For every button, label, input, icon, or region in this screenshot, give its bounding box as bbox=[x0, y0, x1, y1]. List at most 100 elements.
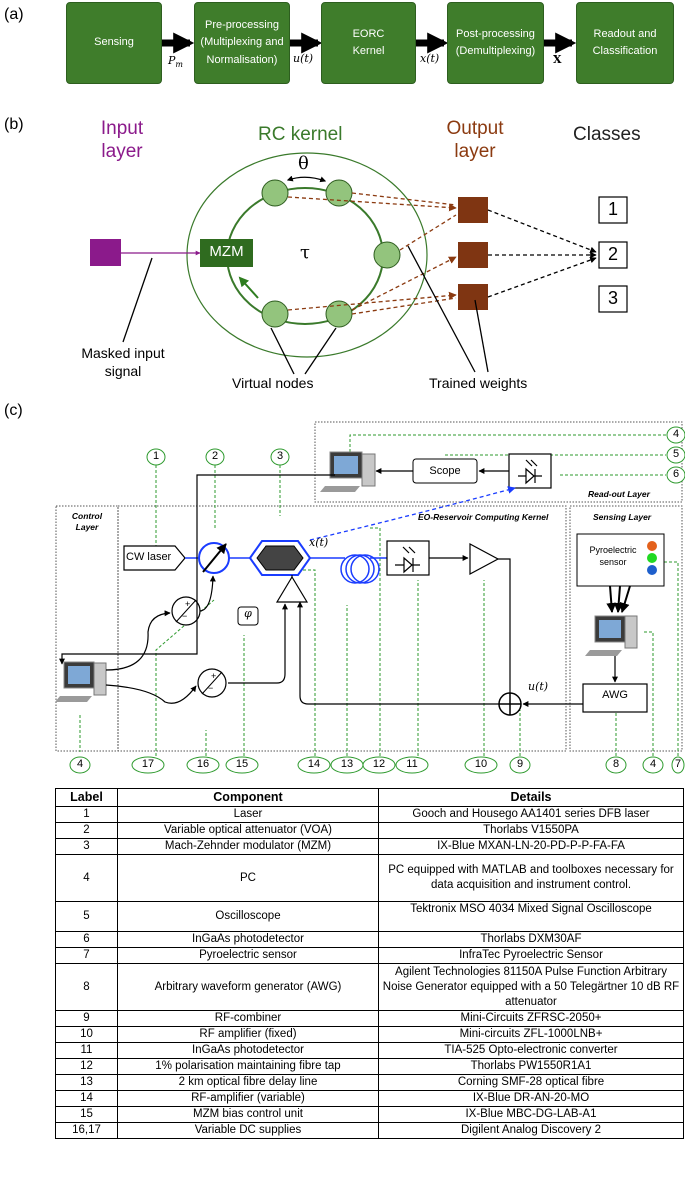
mzm-box bbox=[200, 239, 253, 267]
num-bottom-17: 17 bbox=[141, 758, 155, 770]
row-label: 9 bbox=[55, 1010, 118, 1027]
sensing-layer-box bbox=[569, 505, 683, 752]
top-number-circles bbox=[146, 426, 685, 484]
row-details: Digilent Analog Discovery 2 bbox=[378, 1122, 684, 1139]
row-label: 1 bbox=[55, 806, 118, 823]
eorc-kernel-block: EORC Kernel bbox=[321, 2, 416, 84]
num-bottom-15: 15 bbox=[235, 758, 249, 770]
scope-label: Scope bbox=[429, 465, 461, 477]
row-details: Thorlabs V1550PA bbox=[378, 822, 684, 839]
panel-c-label: (c) bbox=[4, 402, 23, 419]
theta-arc bbox=[286, 175, 327, 183]
num-bottom-16: 16 bbox=[196, 758, 210, 770]
header-component: Component bbox=[117, 788, 379, 807]
num-top-1: 1 bbox=[152, 450, 160, 462]
num-bottom-10: 10 bbox=[474, 758, 488, 770]
virtual-nodes-label: Virtual nodes bbox=[232, 375, 314, 391]
pyro-label: Pyroelectric sensor bbox=[589, 545, 637, 567]
signal-xt-a: x(t) bbox=[420, 52, 440, 65]
row-component: 2 km optical fibre delay line bbox=[117, 1074, 379, 1091]
row-label: 8 bbox=[55, 963, 118, 1011]
num-top-2: 2 bbox=[211, 450, 219, 462]
signal-ut-a: u(t) bbox=[293, 52, 314, 65]
row-details: IX-Blue MBC-DG-LAB-A1 bbox=[378, 1106, 684, 1123]
label-pointer-lines bbox=[122, 245, 489, 375]
panel-c-diagram bbox=[55, 421, 685, 774]
phi-box bbox=[237, 606, 259, 626]
tau-symbol: τ bbox=[300, 242, 310, 263]
phi-label: φ bbox=[244, 607, 252, 620]
dc16-minus: − bbox=[208, 683, 214, 693]
num-bottom-12: 12 bbox=[372, 758, 386, 770]
panel-b-diagram bbox=[90, 152, 628, 375]
output-layer-title: Output layer bbox=[446, 118, 504, 162]
dc-supply-16 bbox=[197, 668, 227, 698]
row-details: TIA-525 Opto-electronic converter bbox=[378, 1042, 684, 1059]
row-details: Mini-Circuits ZFRSC-2050+ bbox=[378, 1010, 684, 1027]
num-bottom-7: 7 bbox=[674, 758, 682, 770]
row-details: Mini-circuits ZFL-1000LNB+ bbox=[378, 1026, 684, 1043]
control-layer-box bbox=[55, 505, 119, 752]
panel-a-label: (a) bbox=[4, 6, 24, 23]
dc17-minus: − bbox=[182, 611, 188, 621]
kernel-layer-box bbox=[117, 505, 567, 752]
postprocessing-block: Post-processing (Demultiplexing) bbox=[447, 2, 544, 84]
signal-pm: Pm bbox=[168, 54, 183, 70]
num-bottom-13: 13 bbox=[340, 758, 354, 770]
cw-laser-box bbox=[123, 545, 186, 571]
output-to-class-lines bbox=[487, 209, 597, 298]
row-component: Variable DC supplies bbox=[117, 1122, 379, 1139]
ut-label-c: u(t) bbox=[528, 680, 549, 693]
row-details: Thorlabs DXM30AF bbox=[378, 931, 684, 948]
row-label: 4 bbox=[55, 854, 118, 902]
class-label-2: 2 bbox=[607, 244, 618, 264]
row-label: 5 bbox=[55, 901, 118, 932]
theta-symbol: θ bbox=[298, 153, 309, 174]
table-header-row: Label Component Details bbox=[55, 788, 684, 807]
trained-weights-label: Trained weights bbox=[429, 375, 528, 391]
num-bottom-11: 11 bbox=[406, 758, 418, 770]
class-box-1 bbox=[598, 196, 628, 224]
row-label: 12 bbox=[55, 1058, 118, 1075]
output-square-1 bbox=[458, 197, 488, 223]
num-bottom-9: 9 bbox=[516, 758, 524, 770]
row-details: PC equipped with MATLAB and toolboxes ne… bbox=[378, 854, 684, 902]
amplifier-10 bbox=[469, 542, 500, 576]
row-label: 10 bbox=[55, 1026, 118, 1043]
class-label-3: 3 bbox=[607, 288, 618, 308]
pc-control-icon bbox=[55, 661, 107, 702]
row-label: 11 bbox=[55, 1042, 118, 1059]
row-component: Oscilloscope bbox=[117, 901, 379, 932]
readout-layer-label: Read-out Layer bbox=[588, 489, 650, 499]
photodetector-6 bbox=[508, 453, 552, 489]
row-label: 14 bbox=[55, 1090, 118, 1107]
row-component: RF-combiner bbox=[117, 1010, 379, 1027]
bottom-number-ellipses bbox=[69, 756, 685, 774]
num-bottom-8: 8 bbox=[612, 758, 620, 770]
row-component: RF-amplifier (variable) bbox=[117, 1090, 379, 1107]
amplifier-14 bbox=[275, 575, 309, 603]
mzm-label: MZM bbox=[209, 243, 244, 260]
num-bottom-4b: 4 bbox=[649, 758, 657, 770]
row-details: Agilent Technologies 81150A Pulse Functi… bbox=[378, 963, 684, 1011]
row-component: Arbitrary waveform generator (AWG) bbox=[117, 963, 379, 1011]
row-label: 7 bbox=[55, 947, 118, 964]
dc17-plus: + bbox=[185, 599, 191, 609]
output-square-3 bbox=[458, 284, 488, 310]
row-label: 16,17 bbox=[55, 1122, 118, 1139]
classes-title: Classes bbox=[573, 124, 641, 145]
pyro-arrows bbox=[606, 585, 631, 613]
row-component: InGaAs photodetector bbox=[117, 1042, 379, 1059]
readout-layer-box bbox=[314, 421, 683, 503]
num-top-6: 6 bbox=[672, 468, 680, 480]
